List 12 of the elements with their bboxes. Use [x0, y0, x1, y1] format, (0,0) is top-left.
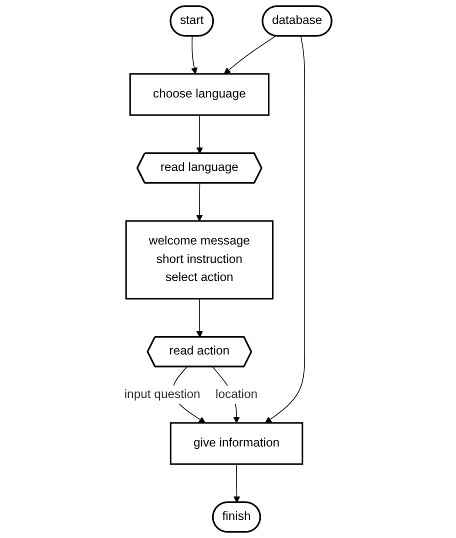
arrow	[191, 36, 198, 74]
arrow	[196, 182, 203, 222]
edge-label: input question	[124, 388, 200, 401]
arrow	[196, 114, 204, 154]
arrow	[224, 36, 276, 74]
node-box: welcome message short instruction select action	[125, 220, 274, 300]
arrow	[234, 464, 240, 503]
arrow	[196, 298, 204, 338]
node-box: choose language	[129, 73, 270, 116]
arrow	[265, 36, 306, 424]
edge-label: location	[216, 388, 258, 401]
node-box: give information	[170, 422, 304, 465]
